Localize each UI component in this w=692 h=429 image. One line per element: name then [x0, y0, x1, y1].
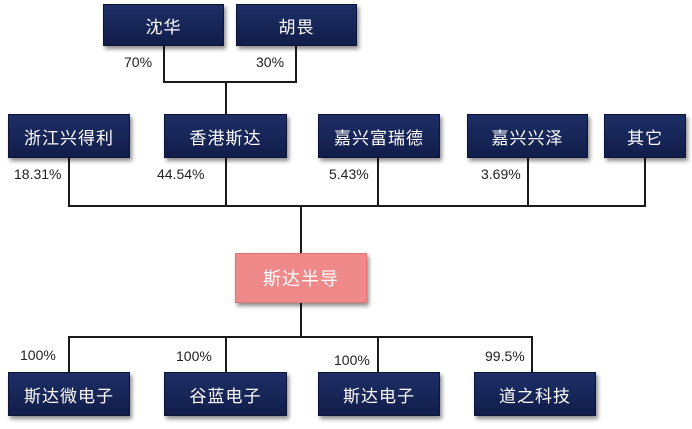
node-jiaxing-xingze: 嘉兴兴泽 [467, 114, 588, 158]
node-daozhi: 道之科技 [474, 372, 596, 416]
node-label: 香港斯达 [189, 128, 262, 149]
pct-gulan: 100% [176, 348, 212, 364]
pct-jiaxing-xingze: 3.69% [481, 166, 521, 182]
node-label: 胡畏 [278, 17, 315, 38]
pct-hk-sida: 44.54% [157, 166, 205, 182]
node-label: 斯达电子 [343, 386, 415, 407]
node-sida-semi: 斯达半导 [235, 253, 367, 303]
node-shen-hua: 沈华 [103, 4, 224, 46]
pct-daozhi: 99.5% [485, 348, 525, 364]
node-label: 其它 [627, 128, 663, 149]
node-sida-elec: 斯达电子 [318, 372, 440, 416]
node-label: 斯达微电子 [24, 386, 114, 407]
pct-zhejiang-xingdeli: 18.31% [14, 166, 62, 182]
node-others: 其它 [604, 114, 686, 158]
pct-shen-hua: 70% [124, 54, 153, 70]
node-gulan: 谷蓝电子 [164, 372, 287, 416]
node-label: 谷蓝电子 [189, 386, 262, 407]
node-label: 道之科技 [499, 386, 571, 407]
node-label: 沈华 [145, 17, 182, 38]
node-sida-wei: 斯达微电子 [8, 372, 130, 416]
node-label: 浙江兴得利 [24, 128, 114, 149]
node-label: 斯达半导 [263, 269, 339, 290]
pct-jiaxing-furuide: 5.43% [329, 166, 369, 182]
node-hk-sida: 香港斯达 [164, 114, 287, 158]
node-label: 嘉兴富瑞德 [334, 128, 424, 149]
pct-sida-elec: 100% [334, 352, 370, 368]
node-label: 嘉兴兴泽 [491, 128, 564, 149]
pct-sida-wei: 100% [20, 347, 56, 363]
node-jiaxing-furuide: 嘉兴富瑞德 [318, 114, 440, 158]
pct-hu-gen: 30% [256, 54, 285, 70]
node-hu-gen: 胡畏 [236, 4, 357, 46]
node-zhejiang-xingdeli: 浙江兴得利 [8, 114, 130, 158]
